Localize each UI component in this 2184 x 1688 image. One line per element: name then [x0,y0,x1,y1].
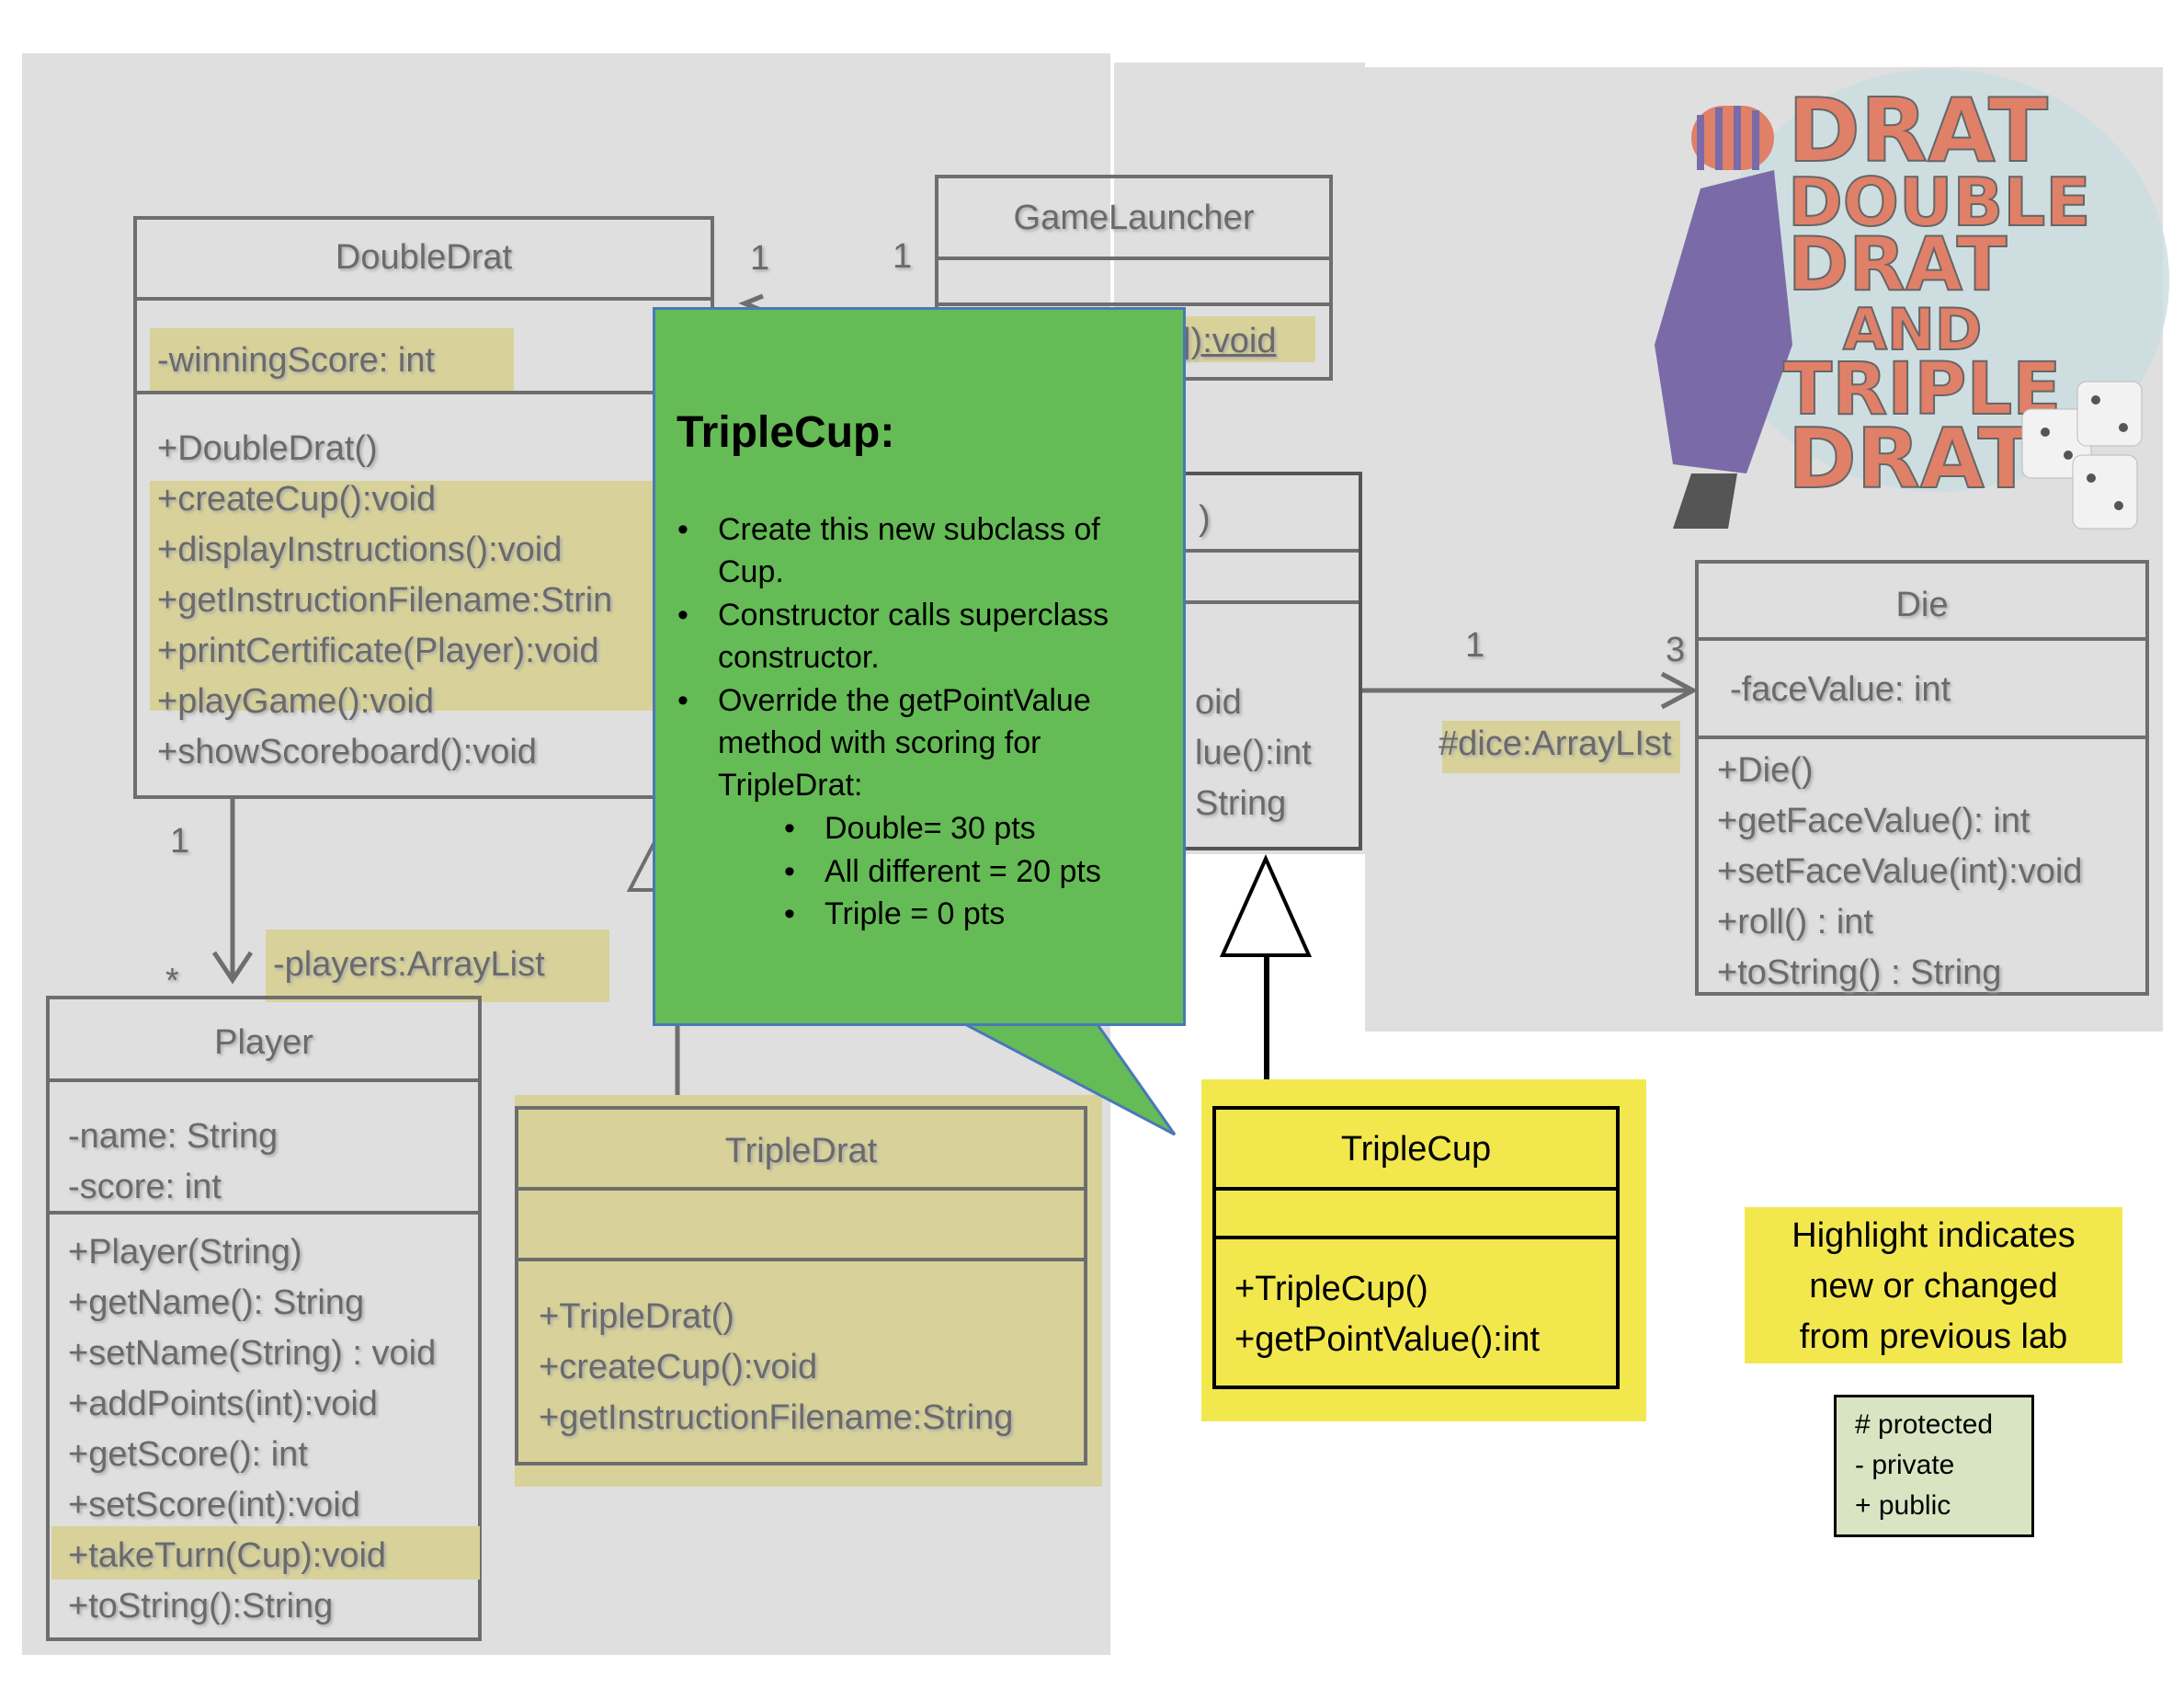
triplecup-callout: TripleCup: • Create this new subclass of… [653,307,1186,1026]
method: +setFaceValue(int):void [1717,852,2083,891]
key-private: - private [1855,1450,1955,1480]
class-name: GameLauncher [1013,199,1255,237]
method: +roll() : int [1717,903,1873,941]
dice-icon [2021,381,2143,530]
bullet-icon: • [677,683,688,718]
triplecup-highlight [1201,1079,1646,1421]
arrowhead-icon [211,951,254,985]
note-line: from previous lab [1799,1317,2068,1356]
method: +Player(String) [68,1233,302,1272]
svg-text:DRAT: DRAT [1788,222,2008,307]
class-name: Player [214,1023,313,1062]
svg-text:AND: AND [1843,296,1982,363]
cup-title-fragment: ) [1199,499,1211,538]
multiplicity: * [165,962,179,1000]
drat-logo: DRAT DOUBLE DRAT AND TRIPLE DRAT [1655,69,2169,530]
method: +playGame():void [157,682,434,721]
highlight-legend-note: Highlight indicates new or changed from … [1745,1207,2122,1363]
method: +showScoreboard():void [157,733,537,771]
method: +addPoints(int):void [68,1385,378,1423]
visibility-key: # protected - private + public [1834,1395,2034,1537]
class-name: TripleDrat [724,1132,878,1170]
multiplicity: 1 [750,239,770,278]
multiplicity: 1 [1465,626,1485,665]
method: +getInstructionFilename:Strin [157,581,613,620]
key-public: + public [1855,1490,1951,1521]
bullet-icon: • [784,854,795,889]
method: +getPointValue():int [1234,1320,1540,1359]
bullet-icon: • [784,896,795,931]
highlight [1442,721,1680,773]
highlight [150,328,514,391]
class-die[interactable]: Die -faceValue: int +Die() +getFaceValue… [1695,560,2149,996]
class-name: TripleCup [1340,1130,1492,1169]
callout-bullet: constructor. [718,640,880,675]
highlight [150,481,720,711]
method: +displayInstructions():void [157,530,563,569]
multiplicity: 1 [170,822,190,861]
method: +getScore(): int [68,1435,308,1474]
tripledrat-highlight [515,1095,1102,1487]
logo-line-1: DRAT [1788,81,2048,182]
method: +getFaceValue(): int [1717,802,2030,840]
method-fragment: lue():int [1195,734,1312,772]
method-fragment: String [1195,784,1287,823]
bullet-icon: • [677,512,688,547]
class-player[interactable]: Player -name: String -score: int +Player… [46,996,482,1641]
method: +createCup():void [539,1348,818,1386]
highlight [266,930,609,1002]
method: +TripleDrat() [539,1297,734,1336]
dice-association-label: #dice:ArrayLIst [1439,724,1672,763]
class-doubledrat[interactable]: DoubleDrat -winningScore: int +DoubleDra… [133,216,720,799]
callout-sub-bullet: Triple = 0 pts [825,896,1006,931]
method: +takeTurn(Cup):void [68,1536,387,1575]
method: +setName(String) : void [68,1334,437,1373]
bullet-icon: • [677,598,688,633]
method: +createCup():void [157,480,437,519]
svg-text:DOUBLE: DOUBLE [1788,164,2090,241]
multiplicity: 1 [893,237,913,276]
class-tripledrat[interactable]: TripleDrat +TripleDrat() +createCup():vo… [515,1106,1087,1466]
callout-bullet: Cup. [718,554,784,589]
highlight [51,1526,480,1580]
callout-sub-bullet: Double= 30 pts [825,811,1036,846]
callout-title: TripleCup: [677,408,895,457]
highlight [1177,316,1315,362]
method: +DoubleDrat() [157,429,378,468]
method: +getInstructionFilename:String [539,1398,1014,1437]
svg-text:TRIPLE: TRIPLE [1783,348,2061,431]
key-protected: # protected [1855,1409,1994,1440]
method-fragment: ]):void [1181,322,1277,360]
class-triplecup[interactable]: TripleCup +TripleCup() +getPointValue():… [1212,1106,1620,1389]
method: +setScore(int):void [68,1486,360,1524]
method: +toString():String [68,1587,334,1625]
method: +TripleCup() [1234,1270,1428,1308]
bullet-icon: • [784,811,795,846]
players-association-label: -players:ArrayList [273,945,545,984]
callout-bullet: method with scoring for [718,725,1041,760]
callout-bullet: Override the getPointValue [718,683,1091,718]
inheritance-triangle-icon [1219,854,1313,957]
svg-text:DRAT: DRAT [1788,411,2034,508]
attribute: -faceValue: int [1730,670,1951,709]
callout-bullet: TripleDrat: [718,768,863,803]
attribute: -name: String [68,1117,279,1156]
method: +getName(): String [68,1283,365,1322]
attribute: -score: int [68,1168,222,1206]
multiplicity: 3 [1666,631,1686,669]
method: +printCertificate(Player):void [157,632,599,670]
method: +Die() [1717,751,1814,790]
callout-bullet: Constructor calls superclass [718,598,1109,633]
arrowhead-icon [1660,671,1699,710]
callout-bullet: Create this new subclass of [718,512,1100,547]
method: +toString() : String [1717,953,2002,992]
class-name: Die [1895,586,1949,624]
note-line: new or changed [1809,1267,2058,1306]
class-name: DoubleDrat [335,238,513,277]
callout-sub-bullet: All different = 20 pts [825,854,1101,889]
attribute: -winningScore: int [157,341,436,380]
note-line: Highlight indicates [1792,1216,2076,1255]
method-fragment: oid [1195,683,1242,722]
